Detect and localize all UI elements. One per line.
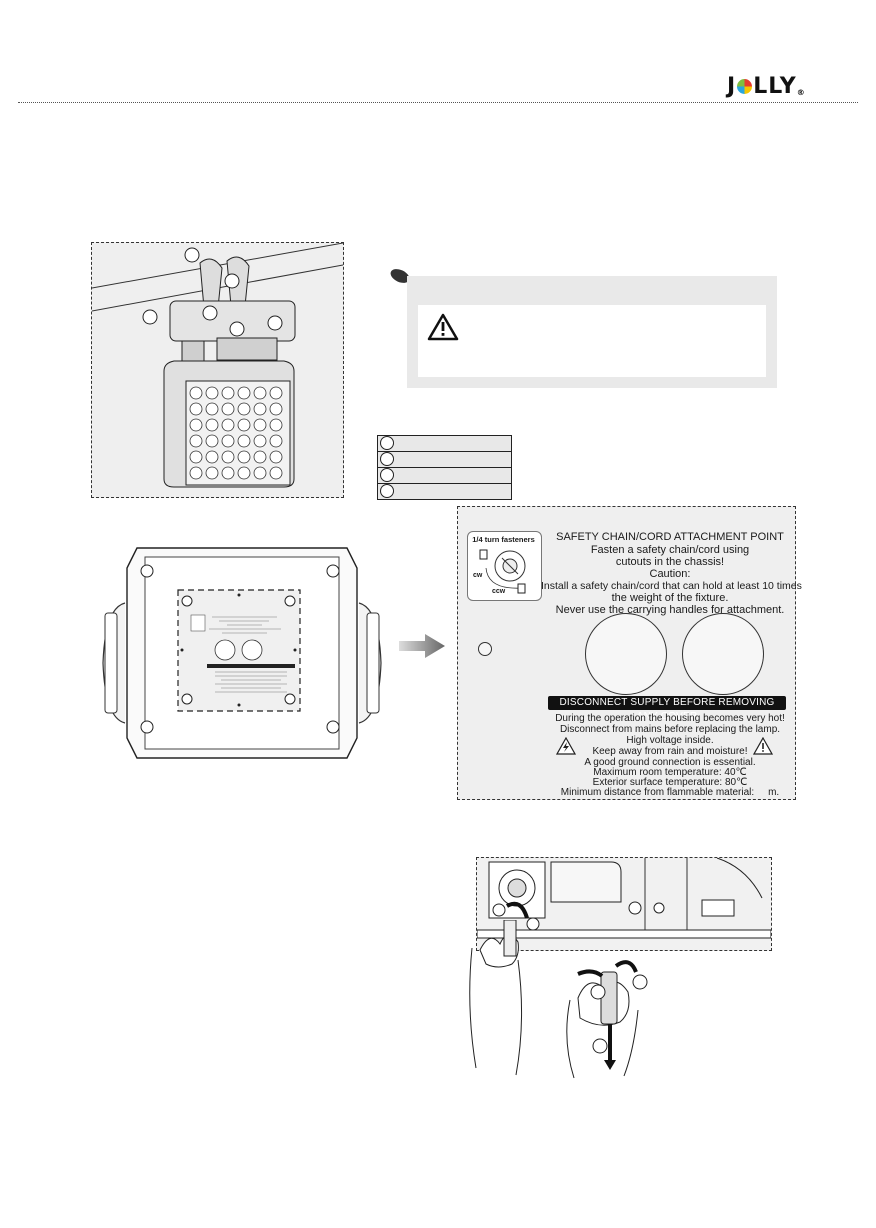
figure-fixture-base-bottom bbox=[102, 547, 382, 759]
callout-circle-icon bbox=[380, 484, 394, 498]
callout-circle-icon bbox=[380, 452, 394, 466]
warning-line-6: Maximum room temperature: 40℃ bbox=[593, 767, 747, 778]
screw-hole bbox=[478, 642, 492, 656]
label-line-5: Never use the carrying handles for attac… bbox=[555, 604, 785, 616]
warning-line-2: Disconnect from mains before replacing t… bbox=[559, 724, 781, 735]
hands-twist-connector-illustration bbox=[469, 920, 648, 1079]
figure-truss-mounting bbox=[91, 242, 344, 498]
warning-line-4: Keep away from rain and moisture! bbox=[592, 746, 748, 757]
legend-row bbox=[377, 451, 512, 467]
cw-label: cw bbox=[473, 572, 483, 579]
cutout-circle-left bbox=[585, 613, 667, 695]
logo-color-wheel-icon bbox=[737, 79, 753, 94]
callout-circle-icon bbox=[380, 436, 394, 450]
warning-line-5: A good ground connection is essential. bbox=[584, 757, 756, 768]
warning-box bbox=[418, 305, 766, 377]
warning-line-8: Minimum distance from flammable material… bbox=[560, 787, 780, 798]
connector-panel-illustration bbox=[477, 858, 771, 939]
truss-mount-illustration bbox=[91, 242, 344, 488]
legend-row bbox=[377, 483, 512, 500]
warning-line-1: During the operation the housing becomes… bbox=[555, 713, 785, 724]
label-line-1: Fasten a safety chain/cord using bbox=[590, 544, 750, 556]
disconnect-banner: DISCONNECT SUPPLY BEFORE REMOVING ANY CO… bbox=[548, 696, 786, 722]
legend-row bbox=[377, 467, 512, 483]
high-voltage-icon bbox=[556, 737, 576, 755]
legend-row bbox=[377, 435, 512, 451]
arrow-right-icon bbox=[399, 634, 445, 658]
header-divider bbox=[18, 102, 858, 103]
callout-legend-table bbox=[377, 435, 512, 500]
callout-circle-icon bbox=[380, 468, 394, 482]
warning-triangle-icon bbox=[427, 313, 459, 341]
caution-icon bbox=[753, 737, 773, 755]
label-line-4: the weight of the fixture. bbox=[611, 592, 729, 604]
cutout-circle-right bbox=[682, 613, 764, 695]
label-title: SAFETY CHAIN/CORD ATTACHMENT POINT bbox=[556, 531, 784, 543]
label-caution: Caution: bbox=[649, 568, 691, 580]
warning-line-3: High voltage inside. bbox=[626, 735, 714, 746]
warning-line-7: Exterior surface temperature: 80℃ bbox=[592, 777, 748, 788]
label-line-2: cutouts in the chassis! bbox=[615, 556, 725, 568]
fastener-title: 1/4 turn fasteners bbox=[472, 535, 535, 544]
ccw-label: ccw bbox=[492, 588, 506, 595]
quarter-turn-fastener-icon bbox=[479, 549, 526, 594]
label-line-3: Install a safety chain/cord that can hol… bbox=[541, 580, 802, 592]
